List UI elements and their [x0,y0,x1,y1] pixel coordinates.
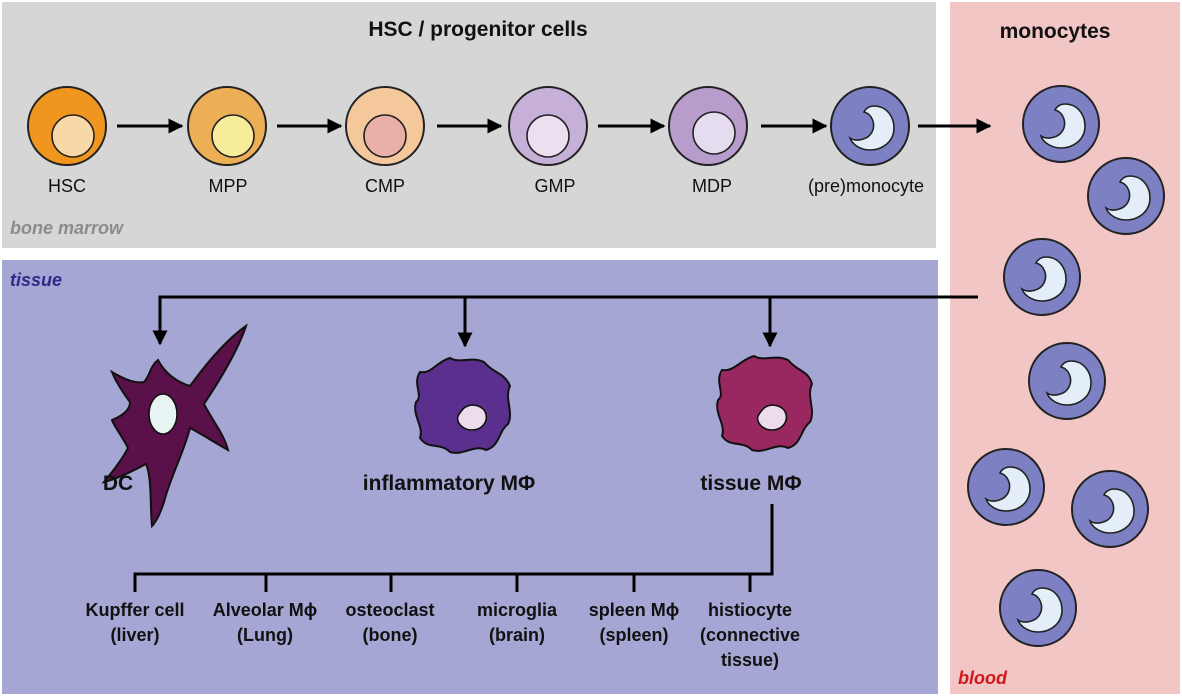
subtype-osteoclast: osteoclast (bone) [325,598,455,648]
subtype-location: (brain) [489,625,545,645]
tissue-zone-label: tissue [10,270,63,290]
subtype-name: spleen Mϕ [588,600,680,620]
monocyte-cell [1071,470,1149,548]
subtype-name: histiocyte [707,600,793,620]
subtype-name: microglia [476,600,558,620]
blood-zone-label: blood [958,668,1007,688]
subtype-name: Alveolar Mϕ [212,600,318,620]
monocyte-cell [1087,157,1165,235]
cell-hsc [27,86,107,166]
subtype-location: (spleen) [599,625,669,645]
subtype-kupffer-cell: Kupffer cell (liver) [70,598,200,648]
blood-title: monocytes [999,20,1111,43]
cell-gmp [508,86,588,166]
label-mdp: MDP [692,176,732,196]
subtype-histiocyte: histiocyte (connective tissue) [685,598,815,673]
subtype-microglia: microglia (brain) [452,598,582,648]
dc-cell [101,323,248,529]
subtype-location: (Lung) [237,625,293,645]
bone-marrow-zone-label: bone marrow [10,218,124,238]
blood-monocytes [967,85,1165,647]
label-dc: DC [102,472,134,495]
monocyte-cell [1022,85,1100,163]
label-premonocyte: (pre)monocyte [807,176,925,196]
monocyte-cell [1003,238,1081,316]
cell-mpp [187,86,267,166]
subtype-alveolar-macrophage: Alveolar Mϕ (Lung) [200,598,330,648]
label-hsc: HSC [47,176,87,196]
tissue-macrophage-tree [133,504,774,592]
label-inflammatory-macrophage: inflammatory MΦ [362,472,536,495]
label-mpp: MPP [208,176,248,196]
monocyte-cell [999,569,1077,647]
subtype-location: (bone) [362,625,418,645]
label-cmp: CMP [365,176,405,196]
bone-marrow-title: HSC / progenitor cells [368,18,588,41]
cell-premonocyte [830,86,910,166]
monocyte-cell [1028,342,1106,420]
tissue-macrophage-cell [716,354,814,452]
subtype-location: (liver) [110,625,160,645]
tissue-entry-arrows [152,295,978,348]
label-tissue-macrophage: tissue MΦ [700,472,802,495]
cell-mdp [668,86,748,166]
subtype-name: osteoclast [345,600,435,620]
inflammatory-macrophage-cell [414,356,512,454]
monocyte-cell [967,448,1045,526]
subtype-name: Kupffer cell [85,600,185,620]
subtype-spleen-macrophage: spleen Mϕ (spleen) [569,598,699,648]
label-gmp: GMP [534,176,576,196]
subtype-location: (connective [699,625,801,645]
subtype-location-cont: tissue) [720,650,780,670]
cell-cmp [345,86,425,166]
